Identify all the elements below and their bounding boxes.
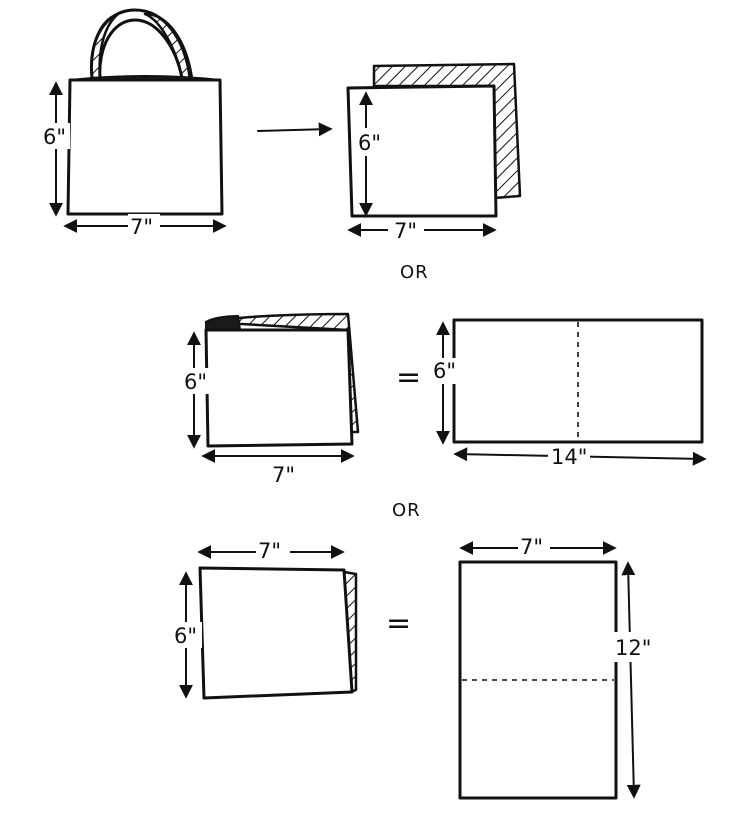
wide-height-label: 6" (433, 359, 456, 383)
flat-height-label: 6" (358, 131, 381, 155)
tall-height-label: 12" (615, 636, 651, 660)
flat-panels (346, 62, 522, 218)
equals-sign-2: = (386, 606, 411, 641)
wide-panel (452, 318, 704, 444)
side-fold-corner (205, 314, 242, 331)
bottom-fold-height-label: 6" (174, 624, 197, 648)
side-fold-height-label: 6" (184, 370, 207, 394)
bag-height-label: 6" (43, 125, 66, 149)
bag-handle-hatch (143, 12, 194, 80)
bag-handle-hatch-left (90, 12, 120, 80)
or-separator-1: OR (400, 262, 429, 283)
or-separator-2: OR (392, 500, 421, 521)
wide-width-label: 14" (551, 445, 587, 469)
side-fold-panels (204, 312, 360, 448)
transform-arrow (257, 122, 333, 137)
front-panel (346, 84, 498, 218)
bottom-fold-front (198, 566, 354, 700)
bag-width-label: 7" (130, 215, 153, 239)
bottom-fold-panels (198, 566, 358, 700)
tall-width-label: 7" (520, 535, 543, 559)
side-fold-width-label: 7" (272, 463, 295, 487)
equals-sign-1: = (396, 360, 421, 395)
flat-width-label: 7" (394, 219, 417, 243)
bottom-fold-width-label: 7" (258, 539, 281, 563)
tote-bag (66, 8, 224, 216)
bag-body (66, 78, 224, 216)
tall-height-arrow (621, 561, 641, 799)
side-fold-front (204, 328, 354, 448)
